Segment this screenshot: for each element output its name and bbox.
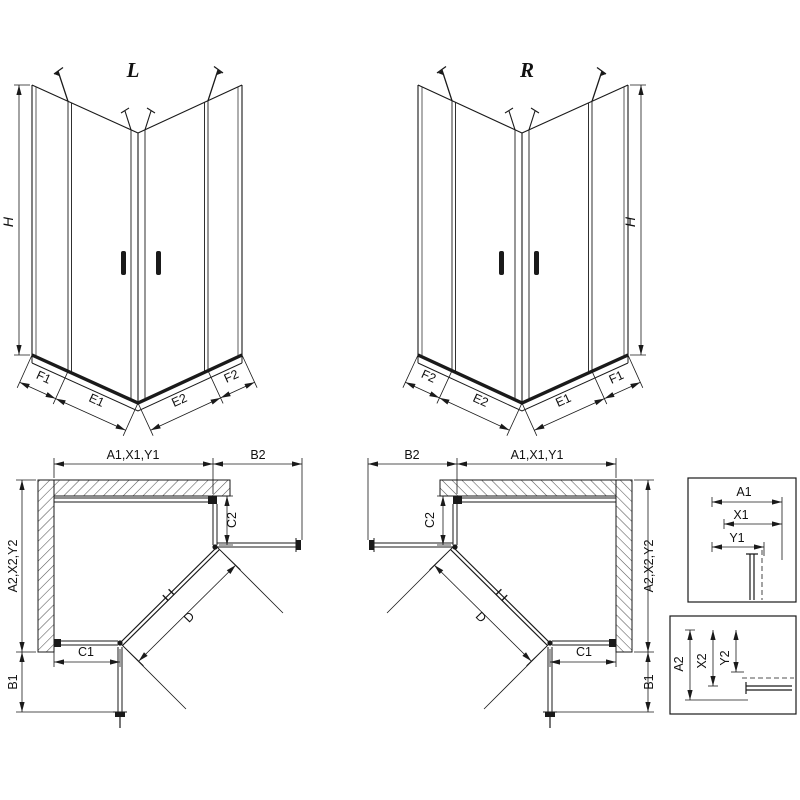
detail-label-x2: X2	[695, 653, 709, 668]
dim-label-e1-right: E1	[553, 391, 573, 410]
detail-bottom-dimensions	[685, 629, 748, 701]
dim-label-b2-right: B2	[404, 448, 419, 462]
dim-label-d-left: D	[181, 609, 197, 625]
dim-label-a1-right: A1,X1,Y1	[511, 448, 564, 462]
detail-box-bottom: A2 X2 Y2	[669, 615, 797, 715]
dim-label-a2-right: A2,X2,Y2	[642, 540, 656, 593]
detail-box-top: A1 X1 Y1	[687, 477, 797, 603]
detail-label-y2: Y2	[718, 650, 732, 665]
plan-left-geometry	[16, 458, 302, 728]
dim-label-h-right: H	[622, 216, 638, 227]
iso-view-left: L H F1 E1 E2 F2	[0, 58, 257, 436]
dim-label-f1-right: F1	[607, 368, 626, 387]
dim-label-c1-right: C1	[576, 645, 592, 659]
dim-label-d-right: D	[473, 609, 489, 625]
iso-view-right: R H F2 E2 E1 F1	[403, 58, 646, 436]
plan-view-right: A1,X1,Y1 B2 C2 A2,X2,Y2 B1 C1 D	[368, 448, 656, 728]
dim-label-h-left: H	[0, 216, 16, 227]
dim-label-a1-left: A1,X1,Y1	[107, 448, 160, 462]
dim-label-e2-left: E2	[169, 391, 189, 410]
detail-bottom-profile	[745, 682, 792, 694]
variant-label-left: L	[126, 58, 140, 82]
dim-label-f2-left: F2	[222, 367, 241, 386]
dim-label-e2-right: E2	[471, 391, 491, 410]
detail-bottom-frame	[669, 615, 797, 715]
detail-label-a1: A1	[736, 485, 751, 499]
dim-label-f1-left: F1	[34, 368, 53, 387]
detail-top-profile	[746, 553, 758, 600]
dim-label-b1-left: B1	[6, 674, 20, 689]
detail-label-y1: Y1	[729, 531, 744, 545]
dim-label-c2-left: C2	[225, 512, 239, 528]
dim-label-c2-right: C2	[423, 512, 437, 528]
plan-right-geometry	[368, 458, 654, 728]
plan-view-left: A1,X1,Y1 B2 C2 A2,X2,Y2 B1 C1 D	[6, 448, 302, 728]
detail-top-dimensions	[711, 497, 783, 560]
dim-label-c1-left: C1	[78, 645, 94, 659]
dim-label-e1-left: E1	[87, 391, 107, 410]
dim-label-b2-left: B2	[250, 448, 265, 462]
dim-label-f2-right: F2	[419, 367, 438, 386]
variant-label-right: R	[519, 58, 534, 82]
detail-label-x1: X1	[733, 508, 748, 522]
dim-label-a2-left: A2,X2,Y2	[6, 540, 20, 593]
detail-top-frame	[687, 477, 797, 603]
iso-left-geometry	[14, 67, 257, 436]
detail-label-a2: A2	[672, 656, 686, 671]
dim-label-b1-right: B1	[642, 674, 656, 689]
